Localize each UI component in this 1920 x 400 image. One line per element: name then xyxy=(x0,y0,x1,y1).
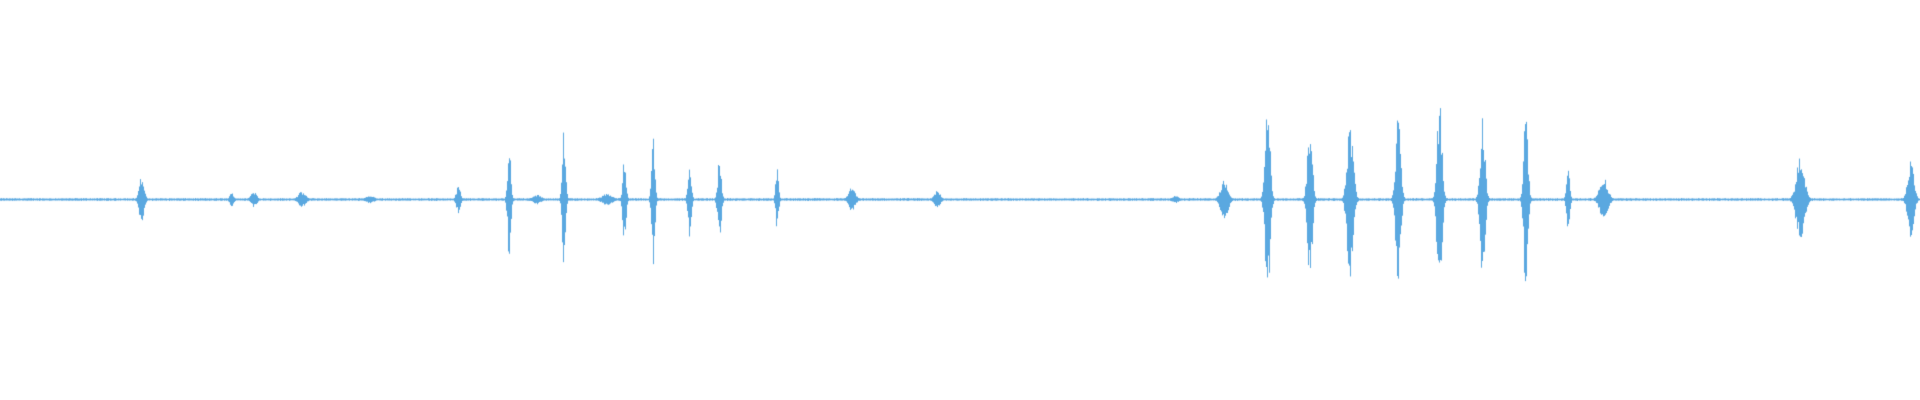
audio-waveform xyxy=(0,0,1920,400)
